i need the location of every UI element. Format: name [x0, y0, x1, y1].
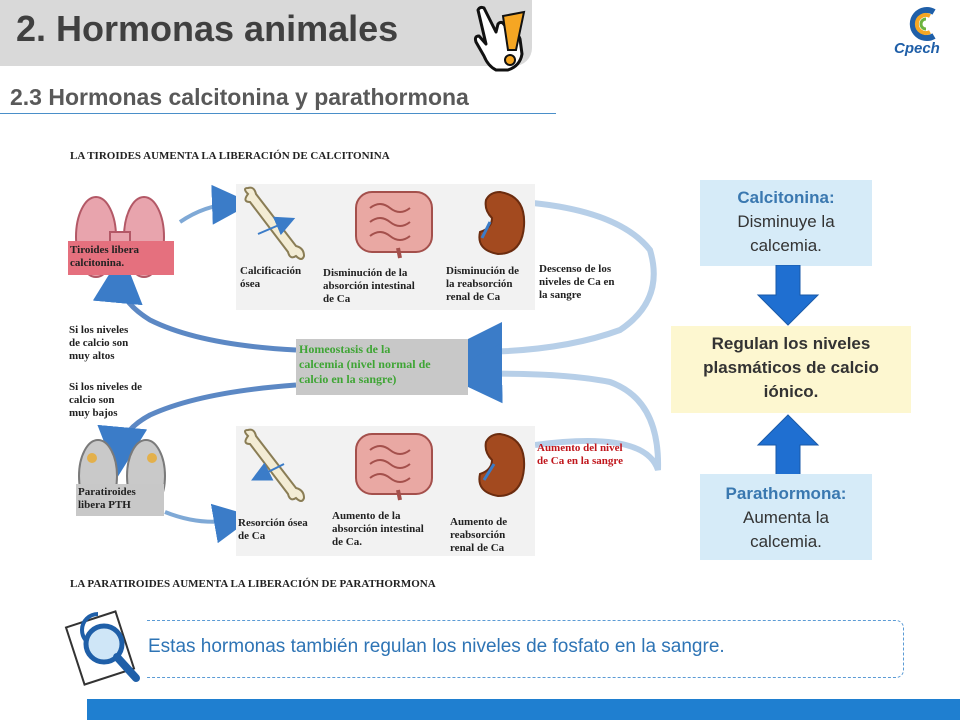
regulate-text: iónico. — [763, 382, 819, 401]
effect-line: de Ca. — [332, 536, 362, 548]
high-line: muy altos — [69, 350, 115, 362]
calcitonin-box: Calcitonina: Disminuye la calcemia. — [700, 180, 872, 266]
calcitonin-text: calcemia. — [750, 236, 822, 255]
bottom-effect-bone: Resorción ósea de Ca — [238, 517, 308, 543]
high-calcium-label: Si los niveles de calcio son muy altos — [69, 324, 128, 363]
figure-top-heading: LA TIROIDES AUMENTA LA LIBERACIÓN DE CAL… — [70, 150, 390, 162]
effect-line: absorción intestinal — [332, 523, 424, 535]
regulate-text: Regulan los niveles — [711, 334, 871, 353]
bottom-effect-kidney: Aumento de reabsorción renal de Ca — [450, 516, 507, 555]
increase-line: Aumento del nivel — [537, 442, 623, 454]
title-tab — [0, 0, 532, 66]
top-effect-intestine: Disminución de la absorción intestinal d… — [323, 267, 415, 306]
homeostasis-box: Homeostasis de la calcemia (nivel normal… — [296, 339, 468, 395]
low-calcium-label: Si los niveles de calcio son muy bajos — [69, 381, 142, 420]
kidney-icon — [478, 432, 526, 498]
effect-line: la reabsorción — [446, 278, 513, 290]
regulate-box: Regulan los niveles plasmáticos de calci… — [671, 326, 911, 413]
arrow-thyroid-to-effects — [178, 184, 252, 225]
pth-title: Parathormona: — [725, 484, 847, 503]
increase-label: Aumento del nivel de Ca en la sangre — [537, 442, 623, 468]
cpech-logo-icon — [909, 7, 936, 41]
section-subtitle: 2.3 Hormonas calcitonina y parathormona — [10, 84, 469, 110]
descent-line: niveles de Ca en — [539, 276, 615, 288]
calcitonin-text: Disminuye la — [737, 212, 835, 231]
effect-line: Aumento de la — [332, 510, 401, 522]
arrow-parathyroid-to-effects — [164, 503, 254, 544]
thyroid-label-line: calcitonina. — [70, 257, 125, 269]
arrow-up-icon — [756, 414, 820, 475]
arrow-descent-to-homeostasis — [442, 200, 657, 382]
homeostasis-label: Homeostasis de la calcemia (nivel normal… — [296, 339, 468, 387]
parathyroid-label: Paratiroides libera PTH — [76, 484, 164, 512]
figure-bottom-heading: LA PARATIROIDES AUMENTA LA LIBERACIÓN DE… — [70, 578, 436, 590]
arrow-increase-to-homeostasis — [442, 343, 662, 472]
intestine-icon — [355, 433, 433, 501]
page-title: 2. Hormonas animales — [16, 8, 399, 49]
subtitle-underline — [0, 113, 556, 114]
regulate-text: plasmáticos de calcio — [703, 358, 879, 377]
increase-line: de Ca en la sangre — [537, 455, 623, 467]
top-effect-bone: Calcificación ósea — [240, 265, 301, 291]
homeostasis-line: calcemia (nivel normal de — [299, 357, 431, 371]
cpech-logo: Cpech — [892, 4, 952, 60]
homeostasis-line: Homeostasis de la — [299, 342, 391, 356]
effect-line: reabsorción — [450, 529, 506, 541]
note-box — [147, 620, 904, 678]
effect-line: renal de Ca — [446, 291, 501, 303]
intestine-icon — [355, 191, 433, 259]
effect-line: renal de Ca — [450, 542, 505, 554]
parathormone-box: Parathormona: Aumenta la calcemia. — [700, 474, 872, 560]
effect-line: Disminución de — [446, 265, 520, 277]
descent-label: Descenso de los niveles de Ca en la sang… — [539, 263, 614, 302]
parathyroid-label-box: Paratiroides libera PTH — [76, 484, 164, 516]
high-line: de calcio son — [69, 337, 129, 349]
pth-text: Aumenta la — [743, 508, 829, 527]
magnifier-icon — [64, 610, 140, 686]
note-text: Estas hormonas también regulan los nivel… — [148, 636, 725, 657]
effect-line: ósea — [240, 278, 261, 290]
effect-line: de Ca — [238, 530, 266, 542]
pointing-hand-icon — [473, 5, 526, 72]
effect-line: Calcificación — [240, 265, 302, 277]
effect-line: Resorción ósea — [238, 517, 308, 529]
low-line: Si los niveles de — [69, 381, 143, 393]
thyroid-label: Tiroides libera calcitonina. — [68, 241, 174, 270]
parathyroid-line: libera PTH — [78, 499, 131, 511]
effect-line: Disminución de la — [323, 267, 408, 279]
descent-line: Descenso de los — [539, 263, 612, 275]
effect-line: absorción intestinal — [323, 280, 415, 292]
effect-line: Aumento de — [450, 516, 508, 528]
calcitonin-title: Calcitonina: — [737, 188, 835, 207]
high-line: Si los niveles — [69, 324, 129, 336]
top-effect-kidney: Disminución de la reabsorción renal de C… — [446, 265, 519, 304]
homeostasis-line: calcio en la sangre) — [299, 372, 397, 386]
thyroid-label-box: Tiroides libera calcitonina. — [68, 241, 174, 275]
kidney-icon — [478, 190, 526, 256]
bone-icon — [244, 186, 306, 260]
low-line: calcio son — [69, 394, 115, 406]
thyroid-label-line: Tiroides libera — [70, 244, 139, 256]
low-line: muy bajos — [69, 407, 118, 419]
parathyroid-line: Paratiroides — [78, 486, 136, 498]
arrow-low-to-parathyroid — [97, 382, 297, 477]
arrow-high-to-thyroid — [92, 253, 297, 353]
bone-icon — [244, 428, 306, 502]
pth-text: calcemia. — [750, 532, 822, 551]
effect-line: de Ca — [323, 293, 351, 305]
bottom-effect-intestine: Aumento de la absorción intestinal de Ca… — [332, 510, 424, 549]
bottom-bar — [87, 699, 960, 720]
arrow-down-icon — [756, 265, 820, 326]
descent-line: la sangre — [539, 289, 582, 301]
cpech-logo-text: Cpech — [894, 40, 940, 57]
